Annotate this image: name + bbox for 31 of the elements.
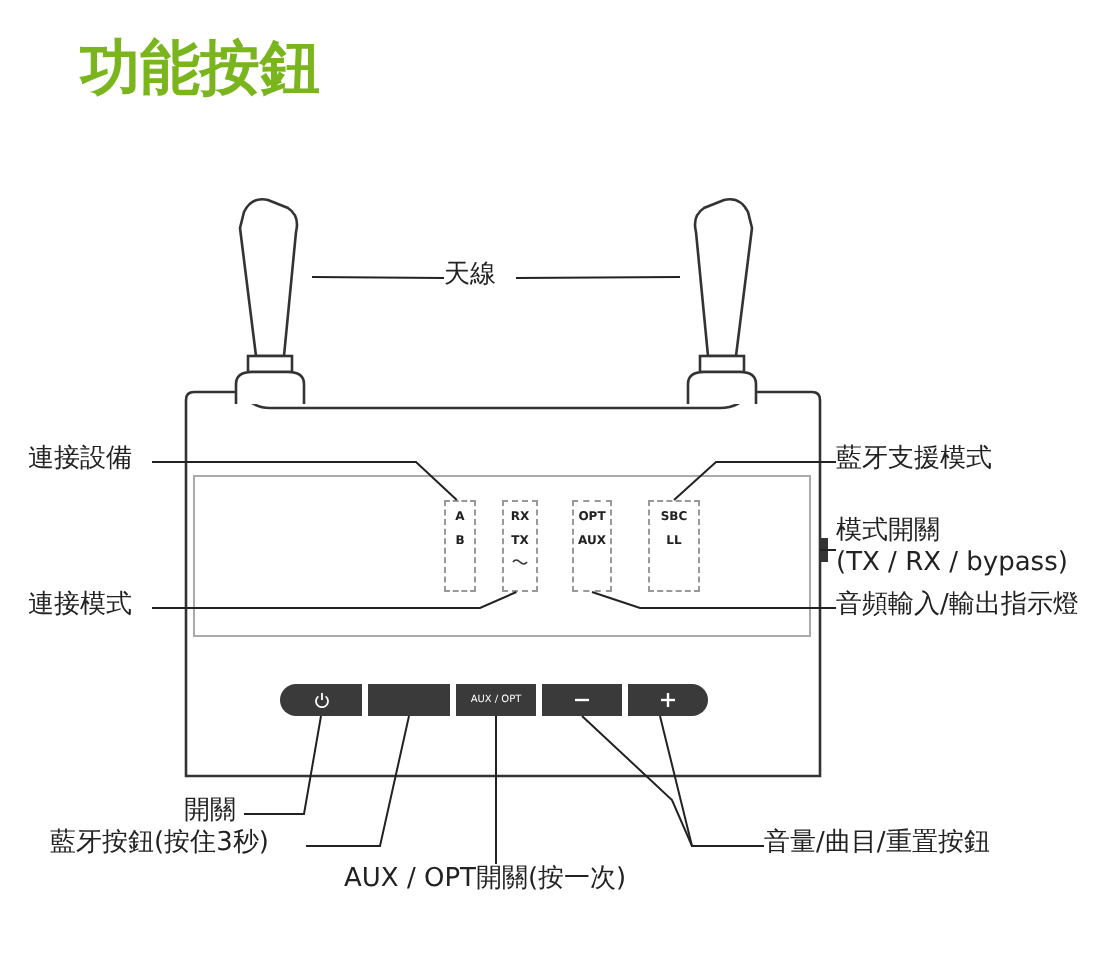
leader-line xyxy=(515,276,681,279)
callout-label: 連接設備 xyxy=(28,444,152,480)
leader-line xyxy=(311,276,445,279)
bluetooth-button xyxy=(368,684,450,716)
leader-line xyxy=(591,591,837,609)
leader-line xyxy=(495,715,497,865)
callout-label: 藍牙按鈕(按住3秒) xyxy=(50,828,306,864)
leader-line xyxy=(659,715,765,847)
indicator-box xyxy=(572,500,612,592)
callout-label: 音量/曲目/重置按鈕 xyxy=(764,828,1024,864)
callout-label: 開關 xyxy=(184,796,244,832)
leader-line xyxy=(243,715,322,815)
title: 功能按鈕 xyxy=(80,32,320,108)
callout-label: 音頻輸入/輸出指示燈 xyxy=(836,590,1116,626)
callout-label: 天線 xyxy=(444,260,516,296)
leader-line xyxy=(305,715,410,847)
callout-label: 連接模式 xyxy=(28,590,152,626)
side-switch xyxy=(820,538,828,562)
callout-label: 藍牙支援模式 xyxy=(836,444,1036,480)
leader-line xyxy=(819,549,837,551)
volume-up-button xyxy=(628,684,708,716)
indicator-box xyxy=(444,500,476,592)
callout-label: 模式開關 (TX / RX / bypass) xyxy=(836,516,1116,584)
leader-line xyxy=(673,461,837,501)
power-button xyxy=(280,684,362,716)
leader-line xyxy=(151,461,458,501)
indicator-box xyxy=(648,500,700,592)
callout-label: AUX / OPT開關(按一次) xyxy=(344,864,664,900)
leader-line xyxy=(151,591,518,609)
indicator-box xyxy=(502,500,538,592)
volume-down-button xyxy=(542,684,622,716)
